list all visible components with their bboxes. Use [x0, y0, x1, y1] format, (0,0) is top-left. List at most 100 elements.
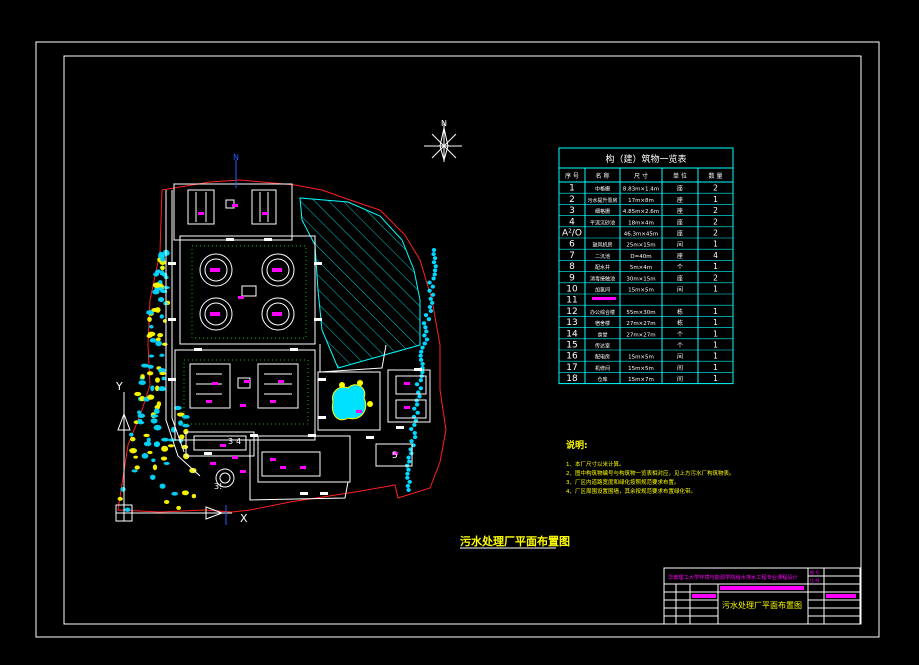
intake-area — [187, 160, 277, 225]
table-cell: 15 — [566, 341, 577, 351]
title-block-scale-label: 比 例 — [810, 577, 819, 583]
table-cell: 栋 — [677, 319, 683, 327]
table-cell: 座 — [677, 207, 683, 215]
table-header-cell: 名 称 — [596, 172, 610, 180]
table-cell: 27m×27m — [626, 321, 655, 327]
table-cell: 27m×27m — [626, 332, 655, 338]
table-cell: 17m×8m — [628, 198, 654, 204]
note-3: 3、厂区内道路宽度和绿化按照规范要求布置。 — [566, 478, 680, 486]
building-label-5: 5 — [392, 451, 398, 461]
building-label-3b: 3! — [214, 482, 222, 491]
table-cell: 间 — [677, 353, 683, 361]
table-cell: 1 — [713, 318, 718, 327]
table-cell: 18m×4m — [628, 220, 654, 226]
table-cell: 1 — [713, 262, 718, 271]
notes-block: 说明: 1、本厂尺寸以米计算。 2、图中构筑物编号与构筑物一览表相对应，见上方污… — [566, 439, 735, 495]
table-title: 构（建）筑物一览表 — [605, 153, 686, 165]
table-cell: 2 — [713, 184, 718, 193]
table-cell: 2 — [569, 195, 575, 205]
table-cell: 间 — [677, 364, 683, 372]
note-4: 4、厂区周围设置围墙，其余按规范要求布置绿化带。 — [566, 487, 696, 495]
table-cell: 1 — [713, 374, 718, 383]
table-cell: 8 — [569, 262, 575, 272]
notes-heading: 说明: — [566, 439, 588, 451]
table-cell: 仓库 — [597, 376, 607, 383]
table-cell: 食堂 — [597, 331, 607, 338]
table-border — [558, 147, 734, 385]
table-cell: 1 — [713, 285, 718, 294]
table-header-cell: 数 量 — [709, 172, 723, 180]
table-cell: 鼓风机房 — [592, 242, 612, 249]
green-belt-left — [117, 249, 197, 512]
table-cell: A²/O — [562, 229, 582, 239]
building-markers — [198, 204, 410, 473]
table-cell: 2 — [713, 229, 718, 238]
table-cell: 座 — [677, 196, 683, 204]
table-cell: 3 — [569, 206, 575, 216]
table-cell: 9 — [569, 273, 575, 283]
note-2: 2、图中构筑物编号与构筑物一览表相对应，见上方污水厂构筑物表。 — [566, 469, 735, 477]
table-cell: 4 — [713, 251, 718, 260]
table-cell: 46.3m×45m — [624, 232, 659, 238]
site-plan: 5 3 4 3! N — [117, 153, 447, 513]
table-cell: 个 — [677, 264, 683, 271]
table-cell: 座 — [677, 252, 683, 260]
table-cell: 14 — [566, 329, 578, 339]
table-cell: 栋 — [677, 308, 683, 316]
inner-frame — [63, 55, 862, 625]
road-ticks — [168, 238, 422, 495]
table-cell: 15m×5m — [628, 355, 654, 361]
table-header-cell: 尺 寸 — [634, 172, 648, 180]
table-cell: 1 — [713, 240, 718, 249]
table-cell: 间 — [677, 375, 683, 383]
table-cell: 1 — [713, 352, 718, 361]
table-cell: 16 — [566, 352, 578, 362]
table-cell: 2 — [713, 217, 718, 226]
table-cell: 1 — [713, 341, 718, 350]
table-cell: 配水井 — [595, 264, 610, 271]
axis-x-label: X — [240, 512, 248, 525]
table-cell: 17 — [566, 363, 577, 373]
building-label-3: 3 — [228, 437, 233, 446]
table-cell: 4.85m×2.6m — [623, 209, 659, 215]
table-cell: 30m×15m — [626, 276, 655, 282]
table-cell: 18 — [566, 374, 578, 384]
title-block-school: 华南理工大学环境与能源学院给水排水工程专业课程设计 — [668, 573, 798, 581]
table-cell: 15m×5m — [628, 366, 654, 372]
table-cell: 配电房 — [595, 354, 610, 361]
plan-north-mark: N — [233, 153, 239, 162]
reserved-land-hatch — [299, 197, 421, 369]
roads — [165, 183, 431, 501]
table-cell: 25m×15m — [626, 243, 655, 249]
table-cell: 平流沉砂池 — [590, 219, 615, 226]
table-row-11-marker — [592, 297, 616, 300]
table-cell: 间 — [677, 286, 683, 294]
table-cell: 办公综合楼 — [590, 309, 615, 316]
right-buildings — [375, 375, 427, 467]
note-1: 1、本厂尺寸以米计算。 — [566, 460, 625, 468]
table-cell: 55m×30m — [626, 310, 655, 316]
table-cell: 污水提升泵房 — [587, 197, 617, 204]
drawing-title: 污水处理厂平面布置图 — [460, 534, 570, 548]
a2o-tanks — [183, 359, 309, 425]
table-header-cell: 序 号 — [565, 172, 579, 180]
table-cell: 机修间 — [595, 365, 610, 372]
green-belt-right — [404, 248, 438, 492]
compass-icon: N — [424, 119, 462, 162]
secondary-clarifiers — [191, 245, 307, 339]
table-cell: 11 — [566, 296, 577, 306]
title-block-drawing-name: 污水处理厂平面布置图 — [722, 600, 802, 610]
table-cell: 消毒接触池 — [590, 275, 615, 282]
table-cell: 2 — [713, 273, 718, 282]
axis-y-label: Y — [115, 380, 123, 393]
table-cell: 4 — [569, 217, 575, 227]
table-header-cell: 单 位 — [673, 172, 687, 180]
table-cell: 个 — [677, 331, 683, 338]
table-cell: 7 — [569, 251, 575, 261]
table-cell: 12 — [566, 307, 577, 317]
table-cell: 座 — [677, 185, 683, 193]
table-cell: 1 — [713, 363, 718, 372]
table-cell: 1 — [569, 184, 575, 194]
table-cell: 1 — [713, 195, 718, 204]
